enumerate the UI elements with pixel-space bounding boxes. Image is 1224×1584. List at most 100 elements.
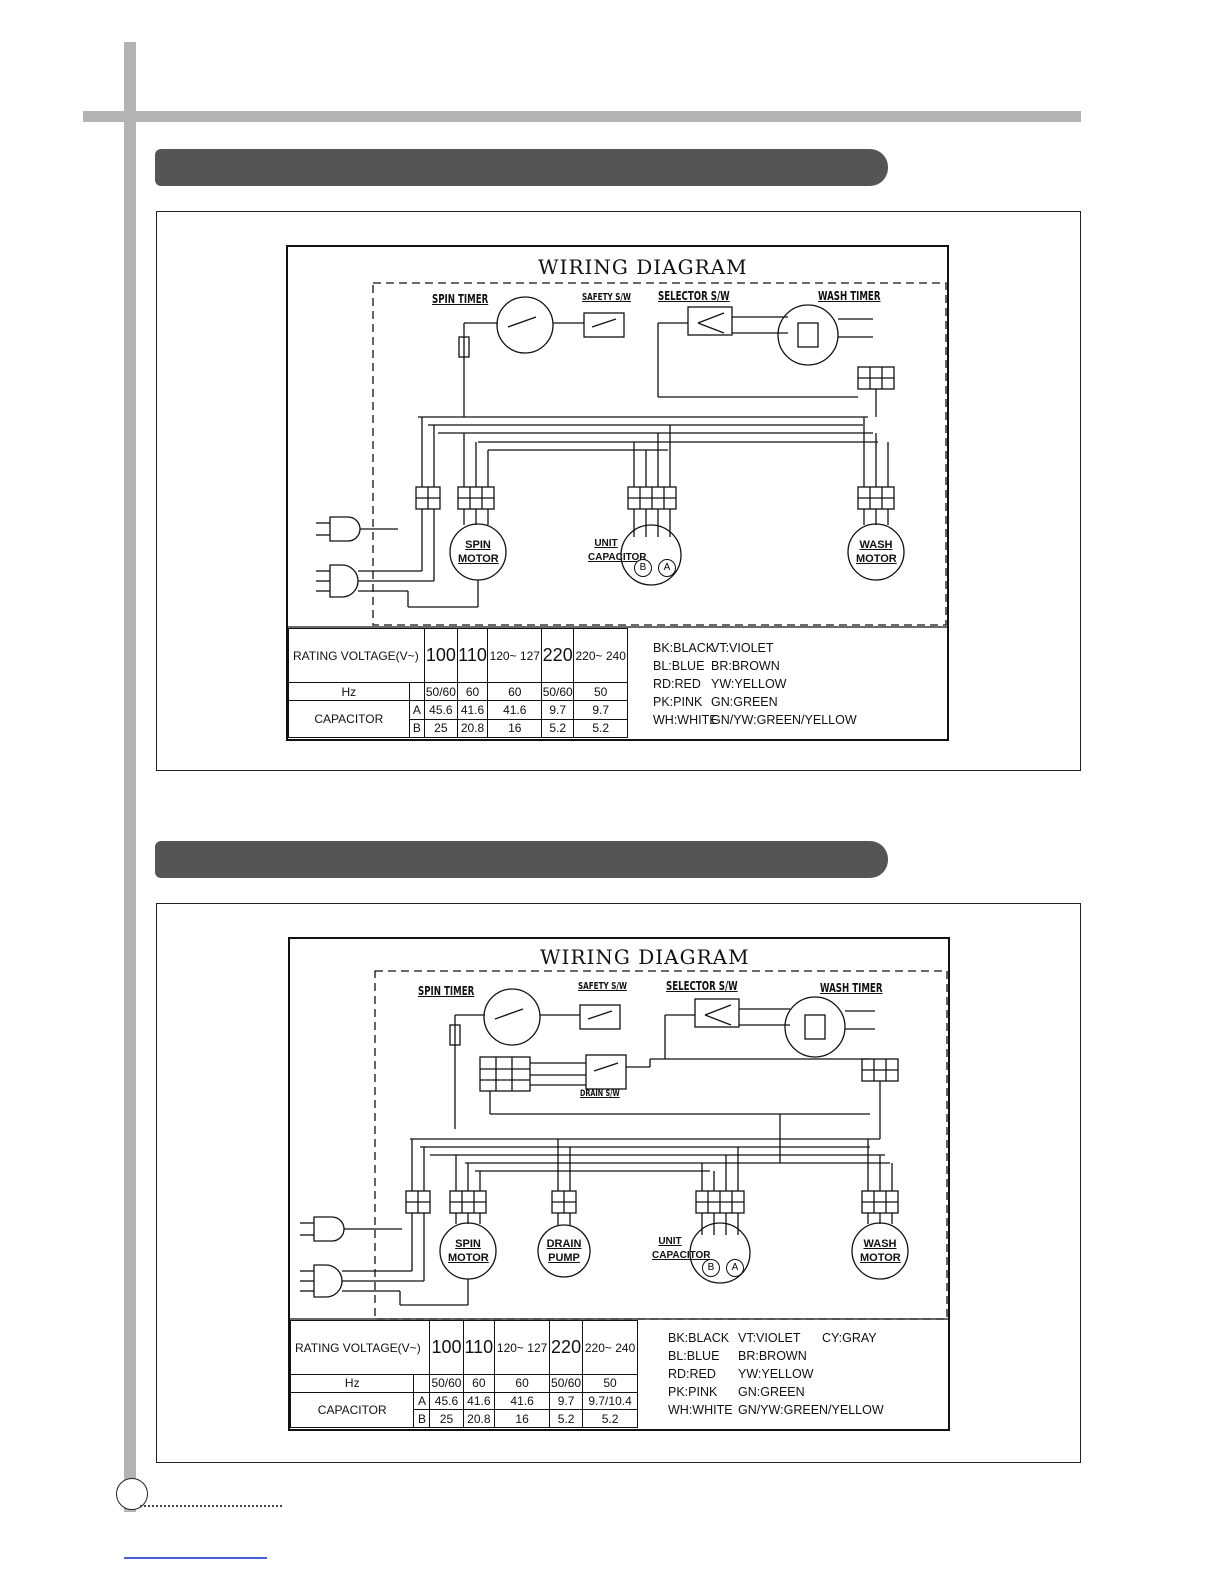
capacitor-b-cell: 25: [424, 718, 458, 739]
diagram-title: WIRING DIAGRAM: [538, 255, 748, 279]
legend-item: GN:GREEN: [711, 695, 778, 709]
drain-pump-label: DRAIN PUMP: [546, 1238, 582, 1264]
legend-item: WH:WHITE: [653, 713, 718, 727]
hz-cell: 50/60: [541, 681, 575, 702]
spin-motor-label: SPIN MOTOR: [448, 1238, 489, 1264]
capacitor-b-symbol: B: [634, 559, 652, 577]
wash-motor-label: WASH MOTOR: [856, 539, 897, 565]
capacitor-a-cell: 41.6: [494, 1391, 551, 1411]
selector-switch-label: SELECTOR S/W: [666, 979, 738, 993]
capacitor-a-symbol: A: [726, 1259, 744, 1277]
capacitor-a-cell: 41.6: [487, 700, 543, 720]
voltage-cell: 120~ 127: [487, 628, 543, 683]
legend-item: PK:PINK: [668, 1385, 718, 1399]
wash-timer-label: WASH TIMER: [818, 289, 881, 303]
voltage-cell: 110: [462, 1320, 496, 1375]
legend-item: RD:RED: [668, 1367, 716, 1381]
legend-item: BR:BROWN: [738, 1349, 807, 1363]
wash-motor-label: WASH MOTOR: [860, 1238, 901, 1264]
capacitor-b-cell: 20.8: [456, 718, 489, 739]
capacitor-a-cell: 9.7: [549, 1391, 584, 1411]
capacitor-a-cell: 45.6: [424, 700, 458, 720]
capacitor-b-cell: 5.2: [549, 1409, 584, 1428]
legend-item: BK:BLACK: [668, 1331, 730, 1345]
hz-cell: 50: [582, 1374, 638, 1393]
capacitor-a-cell: 41.6: [462, 1391, 496, 1411]
hz-cell: 50: [573, 681, 628, 702]
legend-item: YW:YELLOW: [738, 1367, 814, 1381]
voltage-cell: 220~ 240: [582, 1320, 638, 1375]
legend-item: BL:BLUE: [653, 659, 705, 673]
drain-switch-label: DRAIN S/W: [580, 1089, 620, 1099]
legend-item: BL:BLUE: [668, 1349, 720, 1363]
wiring-schematic-2: [290, 970, 948, 1320]
capacitor-b-label: B: [413, 1409, 431, 1428]
hz-cell: 60: [462, 1374, 496, 1393]
capacitor-a-cell: 41.6: [456, 700, 489, 720]
legend-item: PK:PINK: [653, 695, 703, 709]
hz-cell: 50/60: [549, 1374, 584, 1393]
hz-cell: 50/60: [429, 1374, 464, 1393]
wash-timer-label: WASH TIMER: [820, 981, 883, 995]
rating-voltage-label: RATING VOLTAGE(V~): [289, 1320, 431, 1375]
voltage-cell: 120~ 127: [494, 1320, 551, 1375]
legend-item: GN/YW:GREEN/YELLOW: [738, 1403, 884, 1417]
legend-item: VT:VIOLET: [711, 641, 774, 655]
diagram-frame-2: WIRING DIAGRAM SPIN TIMER SAFETY S/W SEL…: [156, 903, 1081, 1463]
spin-motor-label: SPIN MOTOR: [458, 539, 499, 565]
voltage-cell: 220: [549, 1320, 584, 1375]
footer-blue-line: [124, 1557, 267, 1559]
rating-voltage-label: RATING VOLTAGE(V~): [287, 628, 426, 683]
capacitor-label: CAPACITOR: [288, 700, 410, 738]
spin-timer-label: SPIN TIMER: [418, 984, 475, 998]
page-number-circle: [116, 1478, 148, 1510]
voltage-cell: 100: [429, 1320, 464, 1375]
capacitor-a-cell: 9.7: [541, 700, 575, 720]
safety-switch-label: SAFETY S/W: [578, 981, 627, 992]
safety-switch-label: SAFETY S/W: [582, 292, 631, 303]
spin-timer-label: SPIN TIMER: [432, 292, 489, 306]
hz-cell: 60: [494, 1374, 551, 1393]
hz-cell: 60: [487, 681, 543, 702]
capacitor-b-symbol: B: [702, 1259, 720, 1277]
diagram-title: WIRING DIAGRAM: [540, 945, 750, 969]
rating-table: RATING VOLTAGE(V~) 100 110 120~ 127 220 …: [289, 1320, 638, 1429]
capacitor-b-cell: 5.2: [582, 1409, 638, 1428]
legend-item: GN/YW:GREEN/YELLOW: [711, 713, 857, 727]
hz-label: Hz: [289, 1374, 415, 1393]
capacitor-a-cell: 9.7/10.4: [582, 1391, 638, 1411]
capacitor-a-symbol: A: [658, 559, 676, 577]
capacitor-a-label: A: [408, 700, 426, 720]
wiring-diagram-1: WIRING DIAGRAM SPIN TIMER SAFETY S/W SEL…: [286, 245, 949, 741]
capacitor-b-label: B: [408, 718, 426, 739]
left-margin-bar: [124, 42, 136, 1512]
legend-item: YW:YELLOW: [711, 677, 787, 691]
legend-item: GN:GREEN: [738, 1385, 805, 1399]
unit-capacitor-label: UNIT CAPACITOR: [652, 1236, 711, 1261]
legend-item: BK:BLACK: [653, 641, 715, 655]
section-header-bar-1: [155, 149, 888, 186]
capacitor-a-cell: 9.7: [573, 700, 628, 720]
hz-cell: 60: [456, 681, 489, 702]
wiring-schematic-1: [288, 282, 947, 628]
capacitor-b-cell: 16: [494, 1409, 551, 1428]
voltage-cell: 220: [541, 628, 575, 683]
wiring-diagram-2: WIRING DIAGRAM SPIN TIMER SAFETY S/W SEL…: [288, 937, 950, 1431]
capacitor-a-cell: 45.6: [429, 1391, 464, 1411]
capacitor-b-cell: 16: [487, 718, 543, 739]
capacitor-b-cell: 25: [429, 1409, 464, 1428]
voltage-cell: 220~ 240: [573, 628, 628, 683]
top-header-bar: [83, 111, 1081, 122]
footer-dotted-line: [140, 1505, 282, 1507]
hz-cell: 50/60: [424, 681, 458, 702]
capacitor-label: CAPACITOR: [289, 1391, 415, 1429]
hz-label: Hz: [288, 681, 410, 702]
capacitor-a-label: A: [413, 1391, 431, 1411]
capacitor-b-cell: 5.2: [541, 718, 575, 739]
voltage-cell: 100: [424, 628, 458, 683]
legend-item: RD:RED: [653, 677, 701, 691]
legend-item: CY:GRAY: [822, 1331, 877, 1345]
legend-item: WH:WHITE: [668, 1403, 733, 1417]
selector-switch-label: SELECTOR S/W: [658, 289, 730, 303]
